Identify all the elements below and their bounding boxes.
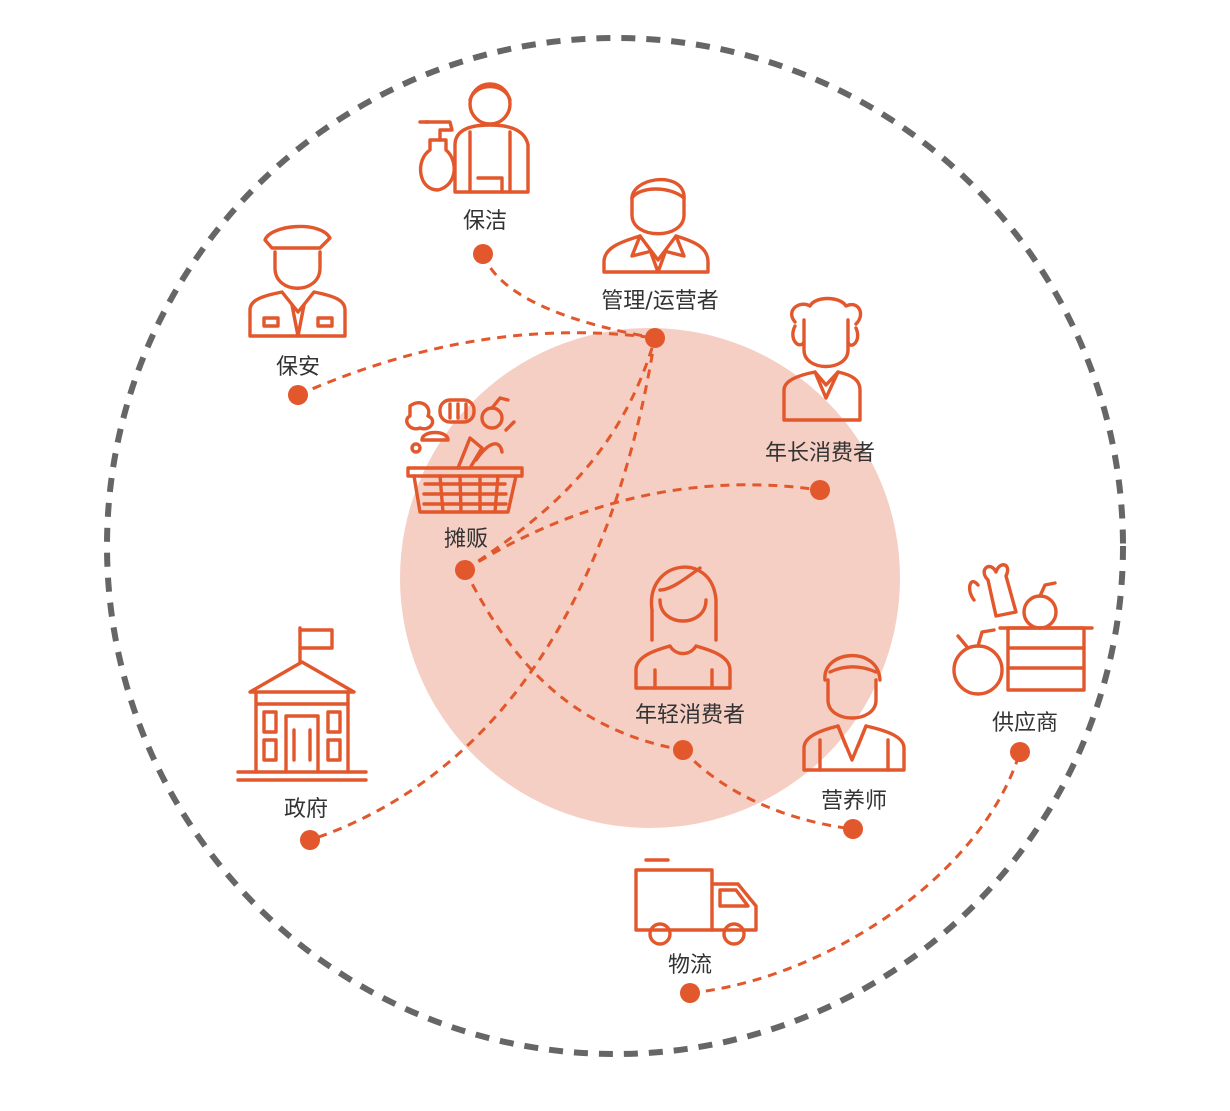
label-cleaning: 保洁 — [463, 209, 507, 234]
label-government: 政府 — [284, 797, 328, 822]
government-building-icon — [236, 626, 368, 782]
delivery-truck-icon — [634, 858, 758, 946]
node-government — [300, 830, 320, 850]
label-logistics: 物流 — [668, 953, 712, 978]
node-logistics — [680, 983, 700, 1003]
node-vendor — [455, 560, 475, 580]
label-young: 年轻消费者 — [635, 703, 745, 728]
node-security — [288, 385, 308, 405]
node-manager — [645, 328, 665, 348]
connector-young-nutritionist — [681, 748, 854, 831]
connector-security-manager — [297, 331, 656, 397]
node-young — [673, 740, 693, 760]
center-circle — [400, 328, 900, 828]
label-elderly: 年长消费者 — [765, 441, 875, 466]
label-vendor: 摊贩 — [444, 527, 488, 552]
young-woman-icon — [634, 565, 732, 690]
node-nutritionist — [843, 819, 863, 839]
outer-dashed-ring — [104, 35, 1126, 1057]
vegetable-basket-icon — [405, 396, 524, 514]
cleaner-with-spray-icon — [418, 82, 530, 194]
label-security: 保安 — [276, 355, 320, 380]
node-supplier — [1010, 742, 1030, 762]
businessman-icon — [602, 177, 710, 274]
produce-crate-icon — [952, 563, 1094, 696]
connector-manager-government — [309, 337, 657, 842]
connector-vendor-manager — [464, 337, 657, 572]
node-cleaning — [473, 244, 493, 264]
elderly-man-icon — [782, 296, 863, 422]
label-manager: 管理/运营者 — [601, 289, 718, 314]
label-supplier: 供应商 — [992, 711, 1058, 736]
security-guard-icon — [248, 224, 347, 338]
node-elderly — [810, 480, 830, 500]
doctor-icon — [802, 653, 906, 772]
label-nutritionist: 营养师 — [821, 789, 887, 814]
connector-logistics-supplier — [689, 751, 1022, 995]
connector-cleaning-manager — [481, 253, 656, 340]
connector-vendor-young — [463, 569, 684, 752]
